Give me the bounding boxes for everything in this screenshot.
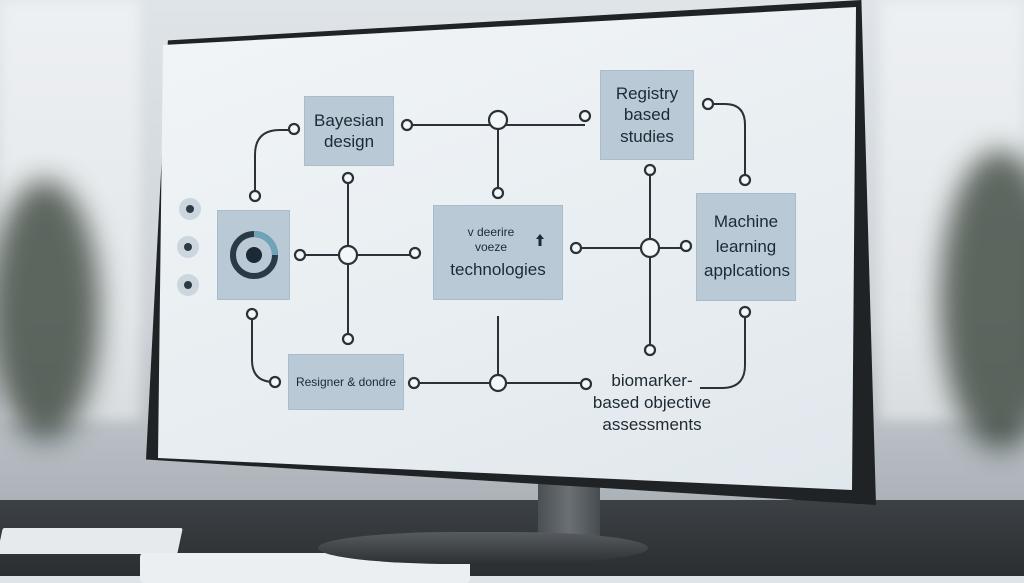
- connector-junction: [337, 244, 359, 266]
- monitor-stand-base: [318, 532, 648, 564]
- connector-dot: [701, 97, 715, 111]
- connector-dot: [341, 332, 355, 346]
- node-label: Bayesian design: [314, 110, 384, 151]
- connector-dot: [643, 163, 657, 177]
- menu-dot-icon[interactable]: [177, 274, 199, 296]
- desk-paper: [0, 528, 183, 554]
- node-label: technologies: [450, 259, 546, 279]
- connector-dot: [268, 375, 282, 389]
- connector-dot: [248, 189, 262, 203]
- node-label: Machine learning applcations: [704, 212, 791, 281]
- connector-dot: [341, 171, 355, 185]
- connector-dot: [578, 109, 592, 123]
- connector-dot: [738, 305, 752, 319]
- connector-dots: [245, 97, 752, 393]
- connector-dot: [293, 248, 307, 262]
- background-plant-left: [0, 180, 100, 440]
- arrow-up-icon: [536, 233, 544, 246]
- connector-dot: [245, 307, 259, 321]
- connector-dot: [579, 377, 593, 391]
- connector-dot: [679, 239, 693, 253]
- menu-dot-icon[interactable]: [177, 236, 199, 258]
- node-register[interactable]: Resigner & dondre: [288, 354, 404, 410]
- connector-dot: [408, 246, 422, 260]
- node-machine-learning[interactable]: Machine learning applcations: [696, 193, 796, 301]
- connector-dot: [491, 186, 505, 200]
- connector-junction: [487, 109, 509, 131]
- connector-dot: [738, 173, 752, 187]
- node-sublabel: v deerire voeze: [467, 224, 515, 254]
- connector-dot: [643, 343, 657, 357]
- menu-dot-icon[interactable]: [179, 198, 201, 220]
- connector-dot: [407, 376, 421, 390]
- connector-junction: [488, 373, 508, 393]
- node-bayesian-design[interactable]: Bayesian design: [304, 96, 394, 166]
- target-icon: [229, 231, 278, 279]
- node-label: Resigner & dondre: [295, 374, 397, 389]
- connector-dot: [400, 118, 414, 132]
- node-technologies[interactable]: v deerire voeze technologies: [433, 205, 563, 300]
- connector-dot: [569, 241, 583, 255]
- connector-junction: [639, 237, 661, 259]
- label-biomarker-assessments: biomarker-based objective assessments: [592, 371, 712, 435]
- node-registry-studies[interactable]: Registry based studies: [600, 70, 694, 160]
- node-label: Registry based studies: [615, 84, 679, 146]
- connector-dot: [287, 122, 301, 136]
- target-node[interactable]: [217, 210, 290, 300]
